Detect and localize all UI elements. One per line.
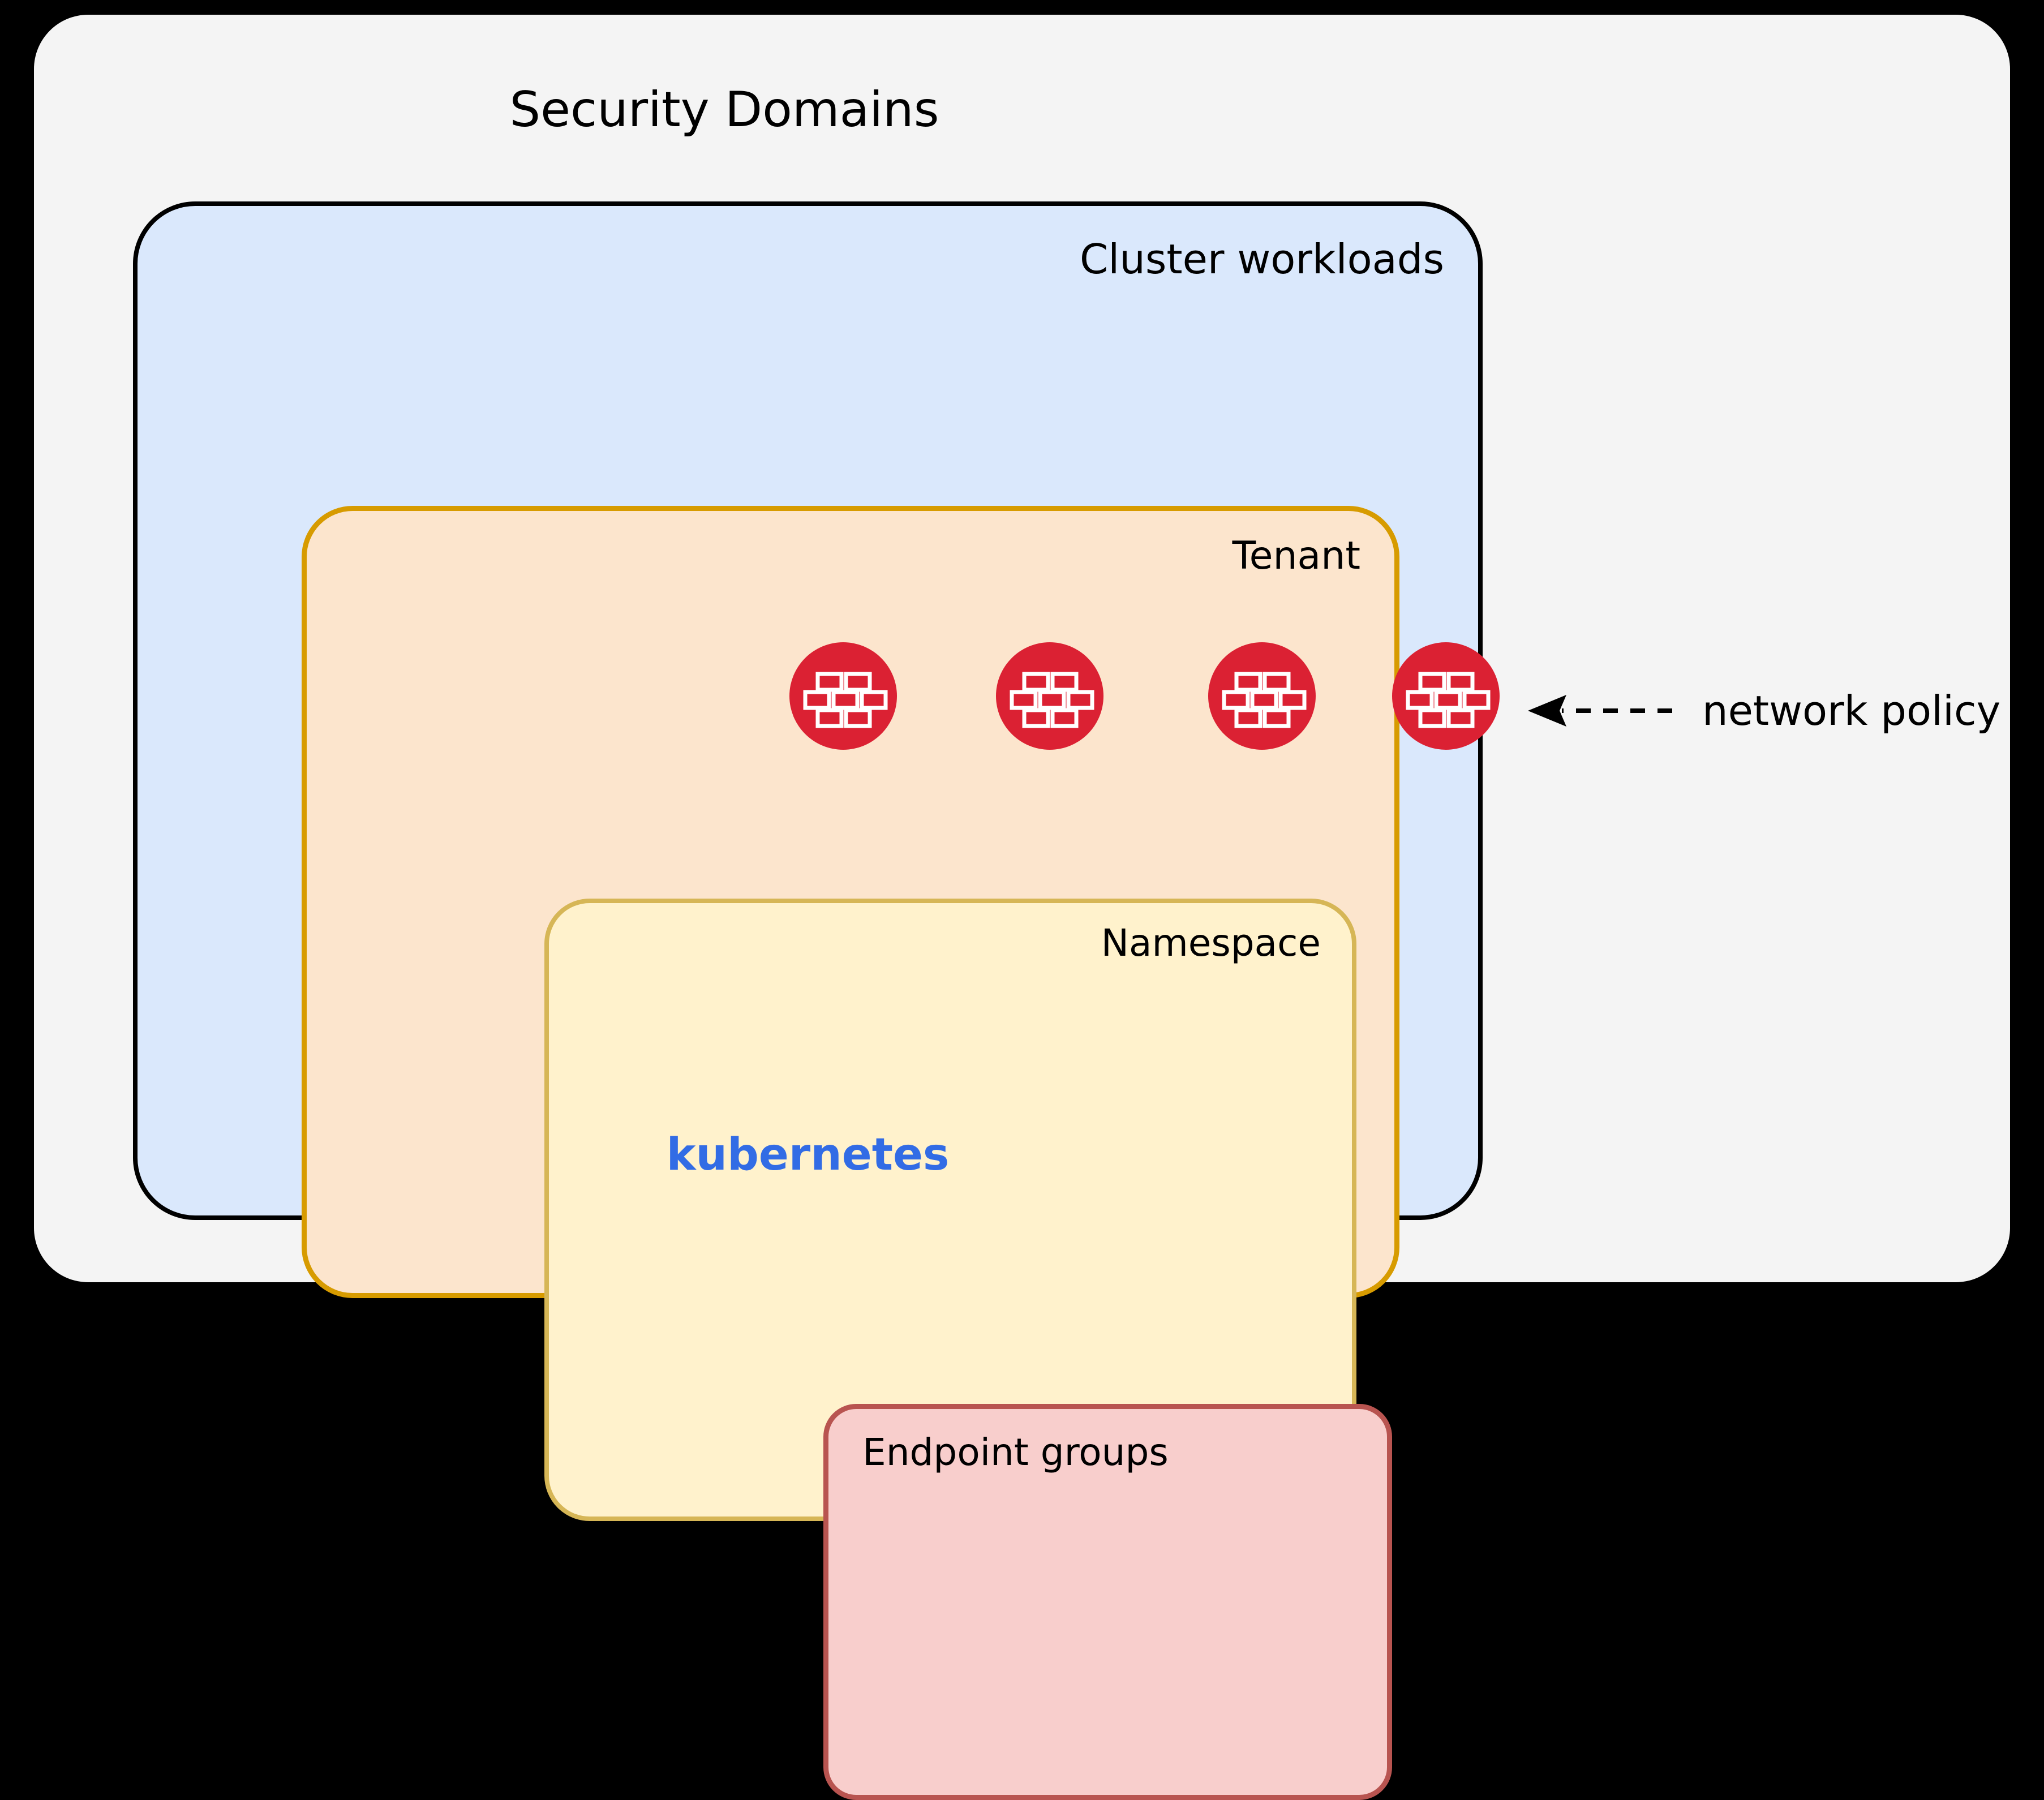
namespace-box: Namespace Endpoint groups xyxy=(544,899,1392,1800)
diagram-canvas: Security Domains Cluster workloads Tenan… xyxy=(34,15,2010,1800)
firewall-brick-icon xyxy=(996,642,1103,750)
network-policy-annotation: network policy xyxy=(1522,677,2000,745)
dashed-left-arrow-icon xyxy=(1528,695,1672,727)
namespace-label: Namespace xyxy=(1101,921,1321,965)
endpoint-groups-box: Endpoint groups xyxy=(823,1404,1392,1800)
firewall-brick-icon xyxy=(789,642,897,750)
tenant-label: Tenant xyxy=(1232,534,1360,578)
network-policy-label: network policy xyxy=(1702,687,2001,734)
firewall-brick-icon xyxy=(1392,642,1500,750)
endpoint-groups-label: Endpoint groups xyxy=(862,1430,1169,1474)
security-domains-panel: Security Domains Cluster workloads Tenan… xyxy=(34,15,2010,1800)
page-title: Security Domains xyxy=(509,81,939,138)
kubernetes-platform-label: kubernetes xyxy=(666,1129,950,1180)
firewall-brick-icon xyxy=(1208,642,1316,750)
cluster-workloads-label: Cluster workloads xyxy=(1079,235,1444,283)
